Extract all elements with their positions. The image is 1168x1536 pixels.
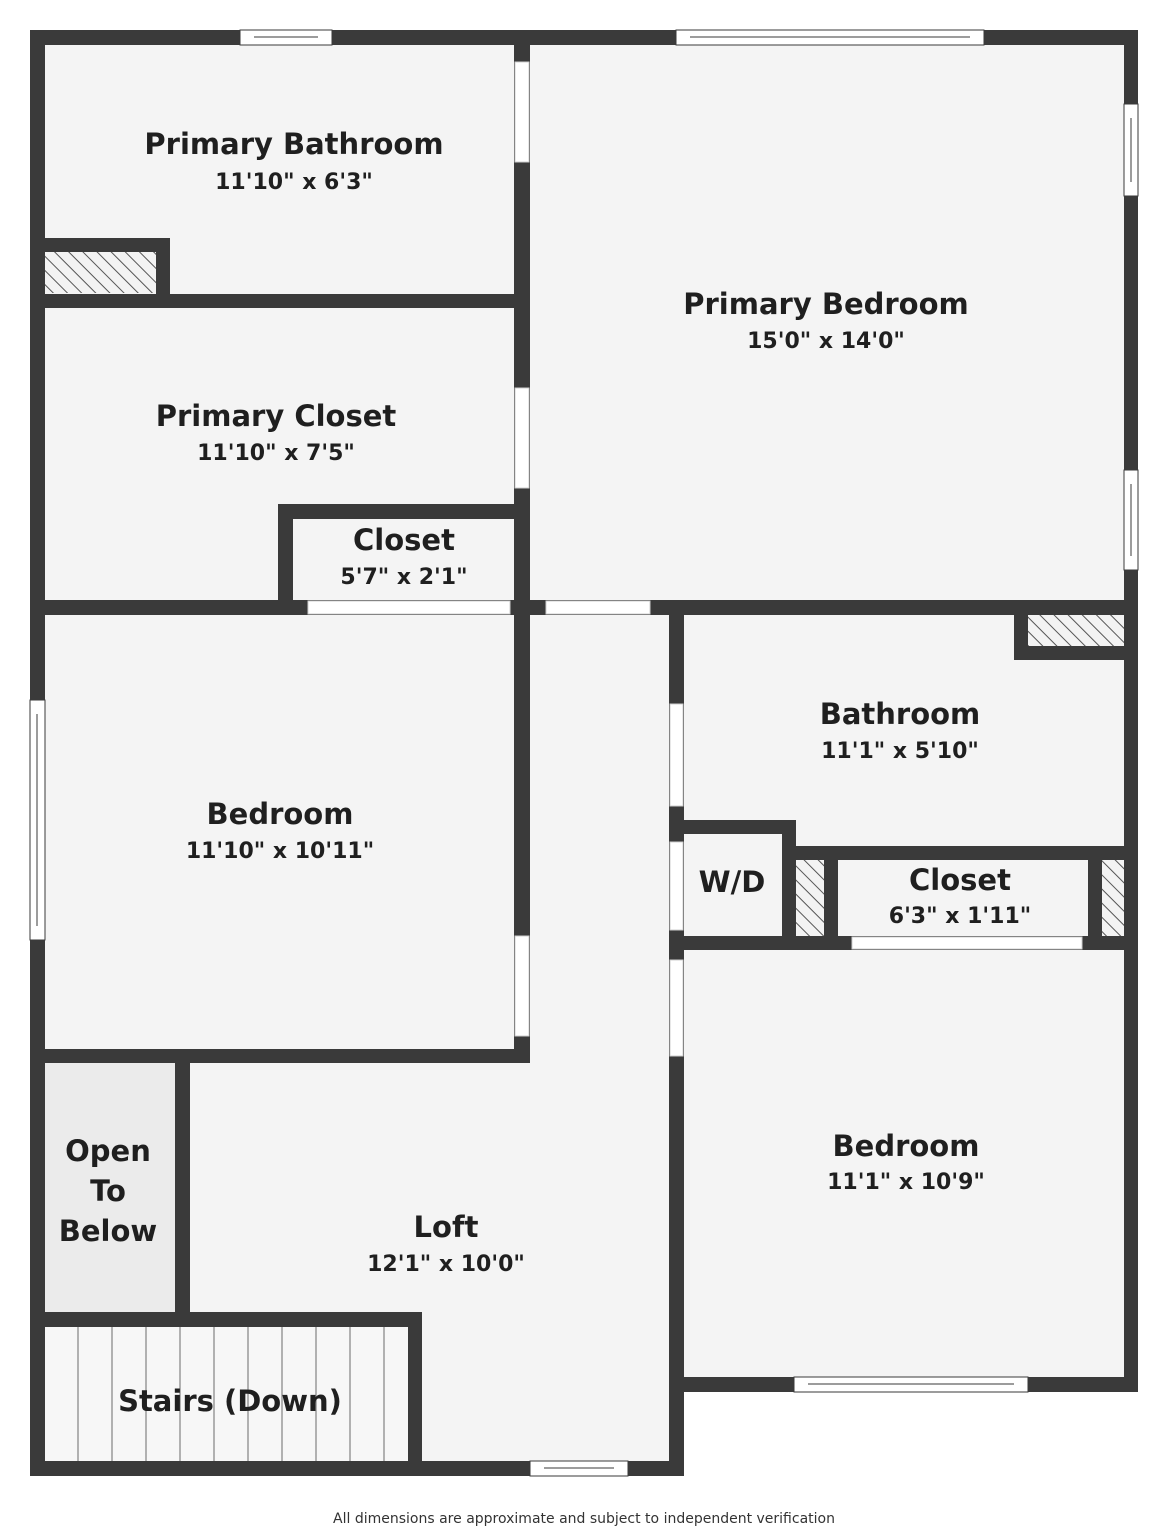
closet-small-name: Closet: [353, 523, 455, 557]
bedroom-right-name: Bedroom: [833, 1129, 980, 1163]
open-to-below-floor: [44, 1061, 182, 1315]
closet-hall-name: Closet: [909, 863, 1011, 897]
hatched-chases: [44, 252, 1124, 936]
open-to-below-line3: Below: [59, 1214, 157, 1248]
primary-bathroom-dims: 11'10" x 6'3": [215, 170, 373, 195]
bedroom-left-name: Bedroom: [207, 797, 354, 831]
stairs-name: Stairs (Down): [118, 1384, 342, 1418]
loft-name: Loft: [414, 1210, 479, 1244]
bedroom-left-dims: 11'10" x 10'11": [186, 839, 374, 864]
wd-name: W/D: [699, 865, 766, 899]
openings: [29, 29, 1139, 1477]
open-to-below-line2: To: [90, 1174, 126, 1208]
primary-closet-name: Primary Closet: [156, 399, 397, 433]
primary-bedroom-name: Primary Bedroom: [683, 287, 968, 321]
closet-small-dims: 5'7" x 2'1": [340, 565, 467, 590]
room-floors: [30, 30, 1144, 1481]
room-labels: Primary Bathroom 11'10" x 6'3" Primary B…: [59, 127, 1031, 1418]
closet-hall-dims: 6'3" x 1'11": [889, 904, 1031, 929]
primary-closet-dims: 11'10" x 7'5": [197, 441, 355, 466]
bathroom-dims: 11'1" x 5'10": [821, 739, 979, 764]
bedroom-right-dims: 11'1" x 10'9": [827, 1170, 985, 1195]
bathroom-name: Bathroom: [820, 697, 981, 731]
primary-bedroom-dims: 15'0" x 14'0": [747, 329, 905, 354]
primary-bathroom-name: Primary Bathroom: [144, 127, 443, 161]
loft-dims: 12'1" x 10'0": [367, 1252, 525, 1277]
disclaimer-text: All dimensions are approximate and subje…: [333, 1511, 835, 1527]
stairs-treads: [44, 1326, 420, 1462]
open-to-below-line1: Open: [65, 1134, 151, 1168]
